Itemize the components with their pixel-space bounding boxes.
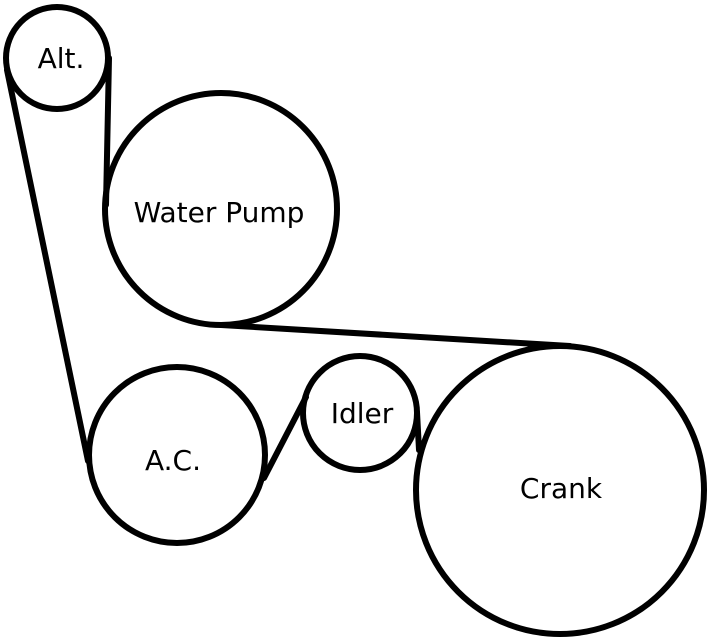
belt-ac-to-idler <box>261 394 309 481</box>
idler-pulley <box>300 353 420 473</box>
belt-water-pump-to-crank <box>218 322 573 349</box>
belt-alt-to-ac <box>4 67 91 464</box>
crank-label: Crank <box>520 472 603 505</box>
ac-label: A.C. <box>145 444 201 477</box>
alt-pulley <box>3 4 111 112</box>
crank-pulley <box>413 343 707 637</box>
alt-label: Alt. <box>38 42 85 75</box>
ac-pulley <box>86 364 268 546</box>
water-pump-pulley <box>102 90 340 328</box>
idler-label: Idler <box>331 397 394 430</box>
water-pump-label: Water Pump <box>134 196 305 229</box>
